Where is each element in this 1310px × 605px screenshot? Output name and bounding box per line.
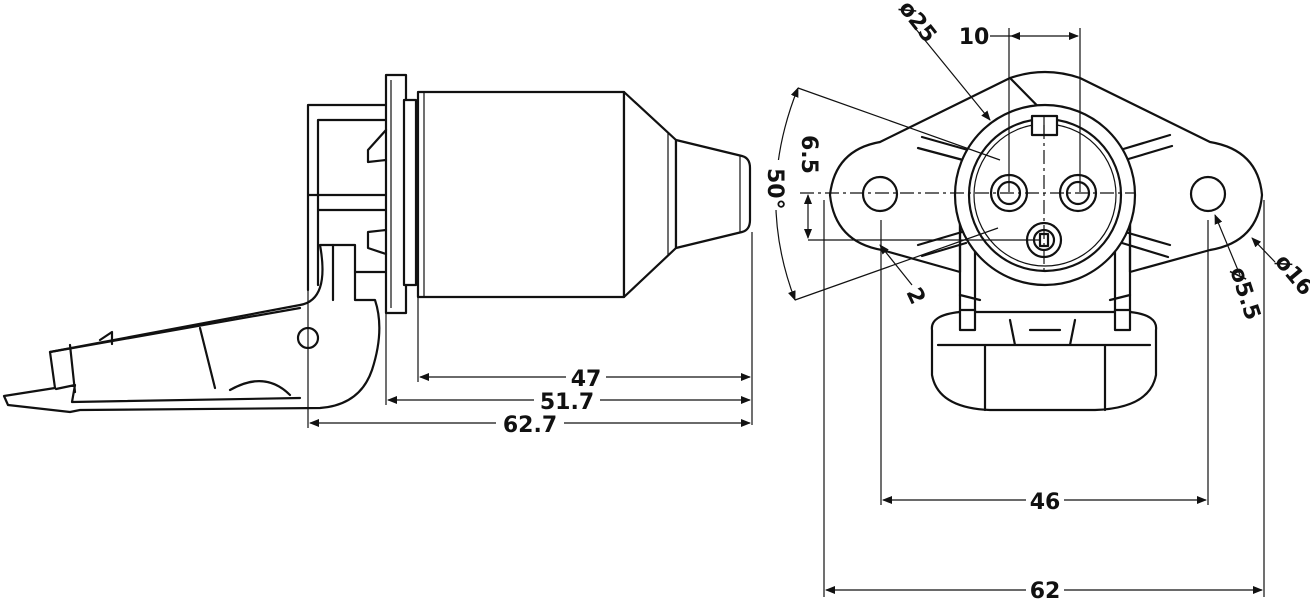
dim-pin-step: 2 — [901, 284, 930, 308]
leader-outer-diameter — [914, 27, 991, 121]
dim-overall-width: 62 — [1030, 579, 1061, 600]
lower-barb — [366, 228, 388, 256]
lower-skirt — [958, 198, 1132, 317]
leader-hole-diameter — [1214, 214, 1241, 276]
dim-pin-offset: 6.5 — [796, 135, 821, 174]
side-housing-outline — [306, 103, 387, 292]
cable-boot — [930, 310, 1158, 412]
dim-pin-angle: 50° — [762, 168, 787, 210]
dim-flange-length: 51.7 — [540, 390, 594, 415]
cable-gland — [674, 138, 752, 250]
socket-body — [416, 90, 626, 299]
dim-hole-diameter: ø5.5 — [1224, 264, 1264, 323]
flange-ring — [402, 98, 418, 287]
side-view: 47 51.7 62.7 — [2, 73, 753, 438]
front-view: 10 ø25 6.5 50° 2 ø5.5 ø16 46 62 — [762, 0, 1310, 604]
dim-outer-diameter: ø25 — [893, 0, 941, 48]
upper-barb — [366, 128, 388, 164]
right-mounting-hole — [1189, 175, 1227, 213]
dim-pin-spacing: 10 — [959, 25, 990, 50]
hinged-lid — [2, 243, 381, 414]
left-mounting-hole — [861, 175, 899, 213]
leader-pin-step — [879, 244, 913, 286]
dim-body-length: 47 — [571, 367, 602, 392]
rib-spokes — [916, 133, 1174, 259]
dim-lobe-diameter: ø16 — [1269, 250, 1310, 301]
front-flange-outline — [828, 70, 1264, 274]
dim-hole-spacing: 46 — [1030, 490, 1061, 515]
lid-handle — [48, 306, 302, 404]
dim-overall-length: 62.7 — [503, 413, 557, 438]
